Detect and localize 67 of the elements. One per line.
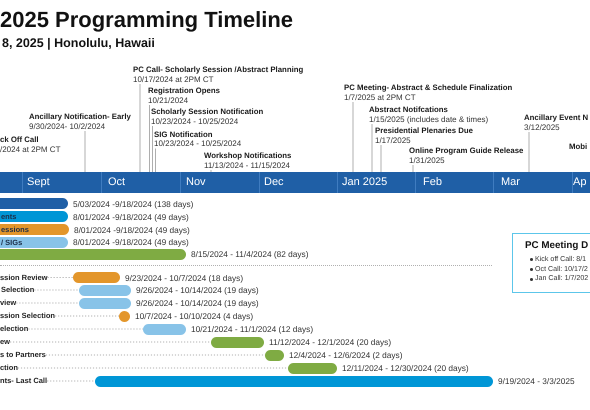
- timeline-band: [0, 172, 590, 193]
- milestone-date: 10/21/2024: [148, 96, 190, 105]
- gantt-bar: [79, 298, 131, 308]
- leader-line: [152, 126, 153, 172]
- box-heading: PC Meeting D: [525, 239, 588, 252]
- gantt-bar: [73, 272, 120, 283]
- milestone-date: 1/17/2025: [375, 136, 412, 145]
- date-range: 9/19/2024 - 3/3/2025: [498, 376, 575, 386]
- milestone-date: 11/13/2024 - 11/15/2024: [204, 160, 291, 170]
- date-range: 8/15/2024 - 11/4/2024 (82 days): [191, 249, 308, 259]
- leader-line: [210, 170, 212, 172]
- gantt-bar: [79, 284, 131, 296]
- date-range: 8/01/2024 -9/18/2024 (49 days): [73, 237, 189, 247]
- milestone-date: 1/15/2025 (includes date & times): [369, 114, 488, 124]
- milestone-date: 1/7/2025 at 2PM CT: [344, 92, 417, 102]
- milestone-date: 9/30/2024- 10/2/2024: [29, 122, 106, 131]
- month-label: Nov: [186, 175, 206, 190]
- milestone-date: /2024 at 2PM CT: [0, 144, 60, 154]
- dotted-leader-line: [16, 302, 80, 304]
- gantt-bar: [0, 198, 68, 209]
- gantt-bar: [143, 324, 186, 334]
- title: 2025 Programming Timeline: [0, 7, 294, 33]
- leader-line: [412, 164, 414, 172]
- gantt-bar: [288, 362, 337, 374]
- gantt-bar: [0, 211, 68, 222]
- leader-line: [352, 102, 354, 172]
- date-range: 10/21/2024 - 11/1/2024 (12 days): [191, 324, 314, 334]
- gantt-dot: [119, 310, 130, 322]
- month-label: Oct: [108, 175, 126, 190]
- gantt-bar: [0, 236, 68, 248]
- gantt-bar: [211, 336, 264, 348]
- month-label: Ap: [573, 175, 586, 190]
- date-range: 9/26/2024 - 10/14/2024 (19 days): [136, 298, 259, 308]
- date-range: 8/01/2024 -9/18/2024 (49 days): [73, 212, 189, 222]
- milestone-date: 3/12/2025: [524, 122, 561, 132]
- date-range: 8/01/2024 -9/18/2024 (49 days): [74, 224, 190, 234]
- milestone-date: 1/31/2025: [409, 156, 446, 165]
- info-box: [512, 233, 590, 293]
- month-label: Feb: [423, 175, 442, 190]
- leader-line: [155, 148, 156, 172]
- milestone-date: 10/23/2024 - 10/25/2024: [154, 139, 242, 148]
- date-range: 12/4/2024 - 12/6/2024 (2 days): [289, 350, 402, 360]
- leader-line: [149, 104, 150, 172]
- gantt-bar: [265, 350, 284, 360]
- gantt-bar: [95, 376, 493, 386]
- date-range: 5/03/2024 -9/18/2024 (138 days): [73, 198, 194, 208]
- dotted-leader-line: [46, 380, 96, 382]
- leader-line: [528, 132, 530, 172]
- leader-line: [380, 144, 382, 172]
- gantt-bar: [0, 248, 186, 260]
- milestone-date: 10/23/2024 - 10/25/2024: [151, 116, 240, 126]
- leader-line: [84, 130, 86, 172]
- date-range: 11/12/2024 - 12/1/2024 (20 days): [269, 337, 392, 347]
- dotted-leader-line: [45, 354, 266, 356]
- date-range: 10/7/2024 - 10/10/2024 (4 days): [135, 311, 254, 321]
- month-label: Dec: [264, 175, 284, 190]
- gantt-bar: [0, 224, 69, 235]
- dotted-leader-line: [28, 328, 144, 330]
- month-label: Sept: [27, 175, 50, 190]
- dotted-leader-line: [47, 277, 74, 278]
- date-range: 9/23/2024 - 10/7/2024 (18 days): [125, 272, 244, 282]
- month-label: Mar: [501, 175, 520, 190]
- date-range: 12/11/2024 - 12/30/2024 (20 days): [342, 363, 469, 373]
- subtitle: 8, 2025 | Honolulu, Hawaii: [2, 36, 155, 51]
- date-range: 9/26/2024 - 10/14/2024 (19 days): [136, 285, 259, 295]
- month-label: Jan 2025: [342, 175, 388, 190]
- milestone-date: 10/17/2024 at 2PM CT: [133, 74, 214, 84]
